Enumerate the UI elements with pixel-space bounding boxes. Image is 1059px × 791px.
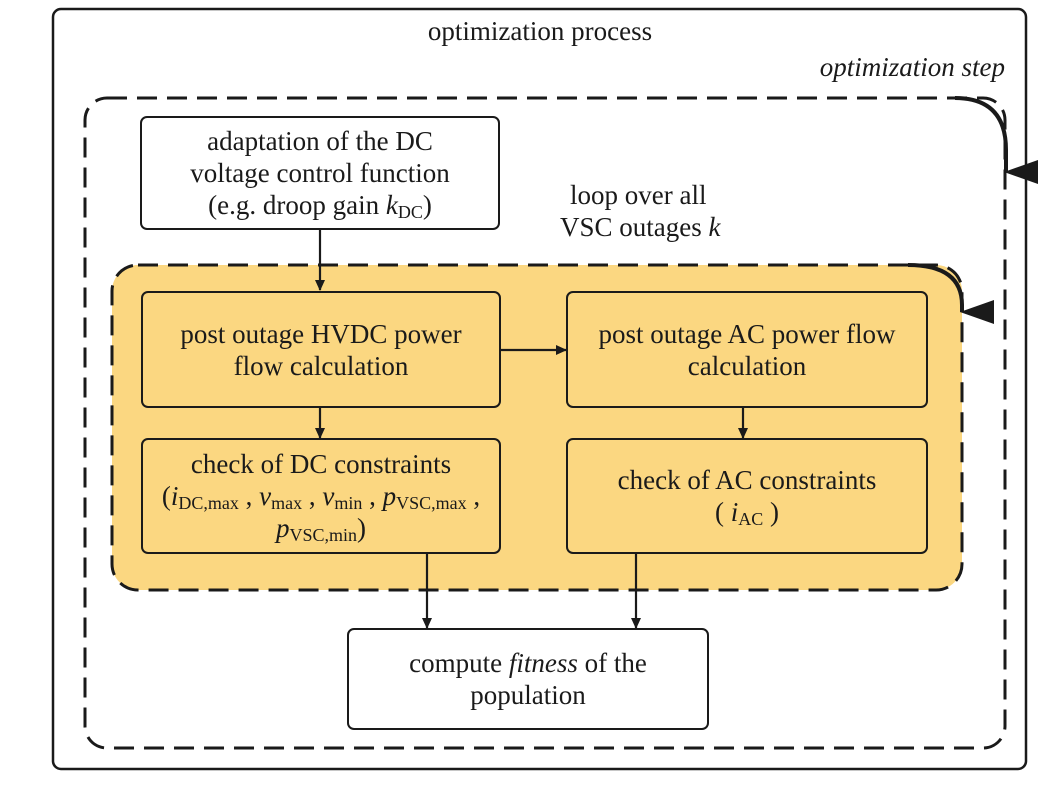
adaptation-line1: adaptation of the DC bbox=[207, 126, 433, 156]
dc-constraints-line3: pVSC,min) bbox=[275, 513, 367, 545]
optimization-step-arrow bbox=[954, 96, 1038, 184]
hvdc-flow-line2: flow calculation bbox=[233, 350, 409, 381]
optimization-process-title: optimization process bbox=[427, 16, 653, 46]
ac-constraints-check-box: check of AC constraints ( iAC ) bbox=[566, 438, 928, 554]
ac-flow-line1: post outage AC power flow bbox=[598, 318, 896, 349]
fitness-line2: population bbox=[470, 680, 586, 710]
adaptation-line2: voltage control function bbox=[190, 158, 450, 188]
loop-label-line2: VSC outages k bbox=[560, 212, 721, 242]
optimization-step-label: optimization step bbox=[819, 52, 1005, 82]
ac-flow-line2: calculation bbox=[687, 350, 807, 381]
dc-constraints-line1: check of DC constraints bbox=[190, 449, 452, 479]
adaptation-line3: (e.g. droop gain kDC) bbox=[208, 190, 432, 222]
optimization-step-loop bbox=[83, 96, 1007, 750]
loop-over-vsc-outages-label: loop over all VSC outages k bbox=[560, 179, 960, 243]
vsc-outage-loop-arrow bbox=[907, 263, 994, 324]
optimization-process-frame bbox=[51, 7, 1028, 771]
hvdc-flow-line1: post outage HVDC power bbox=[180, 318, 462, 349]
adaptation-dc-voltage-control-box: adaptation of the DC voltage control fun… bbox=[140, 116, 500, 230]
hvdc-power-flow-box: post outage HVDC power flow calculation bbox=[141, 291, 501, 408]
dc-constraints-check-box: check of DC constraints (iDC,max , vmax … bbox=[141, 438, 501, 554]
ac-constraints-line2: ( iAC ) bbox=[714, 497, 780, 529]
loop-label-line1: loop over all bbox=[570, 180, 707, 210]
ac-constraints-line1: check of AC constraints bbox=[617, 465, 877, 495]
ac-power-flow-box: post outage AC power flow calculation bbox=[566, 291, 928, 408]
dc-constraints-line2: (iDC,max , vmax , vmin , pVSC,max , bbox=[161, 481, 481, 513]
fitness-line1: compute fitness of the bbox=[409, 648, 647, 678]
compute-fitness-box: compute fitness of the population bbox=[347, 628, 709, 730]
